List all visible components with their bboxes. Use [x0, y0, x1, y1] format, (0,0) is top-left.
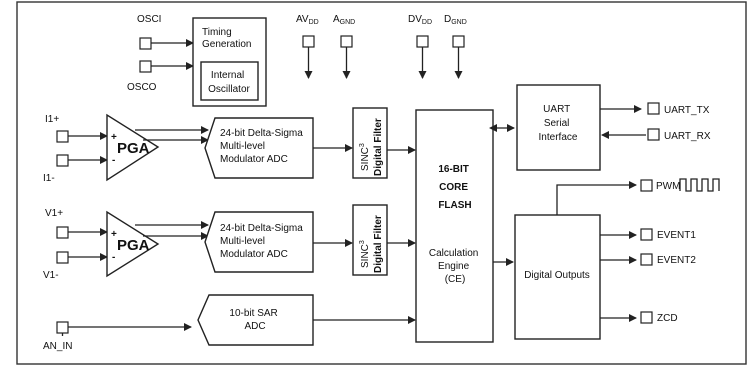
dv-dd-label: DVDD: [408, 14, 432, 26]
adc-i1-label: 24-bit Delta-Sigma Multi-level Modulator…: [220, 128, 306, 165]
pga-i1-amplifier: [106, 113, 160, 182]
uart-tx-label: UART_TX: [664, 105, 710, 116]
i1-plus-label: I1+: [45, 114, 59, 125]
an-in-label: AN_IN: [43, 341, 72, 352]
digital-outputs-block: [514, 214, 601, 340]
internal-oscillator-block: [200, 61, 259, 101]
an-in-pin: [56, 321, 69, 334]
dv-dd-pin: [416, 35, 429, 48]
uart-rx-label: UART_RX: [664, 131, 711, 142]
uart-rx-pin: [647, 128, 660, 141]
uart-block: [516, 84, 601, 171]
a-gnd-pin: [340, 35, 353, 48]
pwm-waveform: [679, 178, 720, 192]
event2-label: EVENT2: [657, 255, 696, 266]
pwm-label: PWM: [656, 181, 680, 192]
sar-adc-label: 10-bit SAR ADC: [229, 308, 280, 332]
event1-pin: [640, 228, 653, 241]
v1-minus-label: V1-: [43, 270, 59, 281]
pga-i1-label: PGA: [117, 140, 150, 157]
zcd-pin: [640, 311, 653, 324]
event1-label: EVENT1: [657, 230, 696, 241]
sinc-filter-2-label: SINC3: [359, 240, 371, 268]
adc-i1-block: [204, 117, 314, 179]
osco-label: OSCO: [127, 82, 157, 93]
i1-plus-pin: [56, 130, 69, 143]
sinc-filter-1-label: SINC3: [359, 143, 371, 171]
v1-minus-pin: [56, 251, 69, 264]
pga-v1-plus: +: [111, 229, 117, 240]
av-dd-label: AVDD: [296, 14, 319, 26]
sinc-filter-2-sublabel: Digital Filter: [373, 215, 384, 273]
adc-v1-block: [204, 211, 314, 273]
i1-minus-pin: [56, 154, 69, 167]
event2-pin: [640, 253, 653, 266]
outer-frame: [16, 1, 747, 365]
sinc-filter-2-block: [352, 204, 388, 276]
av-dd-pin: [302, 35, 315, 48]
calc-engine-label: Calculation Engine (CE): [429, 248, 481, 285]
sinc-filter-1-block: [352, 107, 388, 179]
core-label: 16-BIT CORE FLASH: [438, 164, 471, 211]
v1-plus-pin: [56, 226, 69, 239]
v1-plus-label: V1+: [45, 208, 63, 219]
pwm-pin: [640, 179, 653, 192]
a-gnd-label: AGND: [333, 14, 355, 26]
osci-pin: [139, 37, 152, 50]
sinc-filter-1-sublabel: Digital Filter: [373, 118, 384, 176]
i1-minus-label: I1-: [43, 173, 55, 184]
osco-pin: [139, 60, 152, 73]
d-gnd-label: DGND: [444, 14, 467, 26]
uart-tx-pin: [647, 102, 660, 115]
d-gnd-pin: [452, 35, 465, 48]
pga-v1-label: PGA: [117, 237, 150, 254]
pga-v1-amplifier: [106, 210, 160, 278]
adc-v1-label: 24-bit Delta-Sigma Multi-level Modulator…: [220, 223, 306, 260]
pga-v1-minus: -: [112, 252, 115, 263]
pga-i1-minus: -: [112, 155, 115, 166]
zcd-label: ZCD: [657, 313, 678, 324]
digital-outputs-label: Digital Outputs: [524, 270, 590, 281]
pga-i1-plus: +: [111, 132, 117, 143]
uart-label: UART Serial Interface: [539, 104, 578, 143]
sar-adc-block: [197, 294, 314, 346]
osci-label: OSCI: [137, 14, 161, 25]
timing-generation-label: Timing Generation: [202, 27, 251, 50]
core-block: [415, 109, 494, 343]
internal-oscillator-label: Internal Oscillator: [208, 70, 250, 95]
